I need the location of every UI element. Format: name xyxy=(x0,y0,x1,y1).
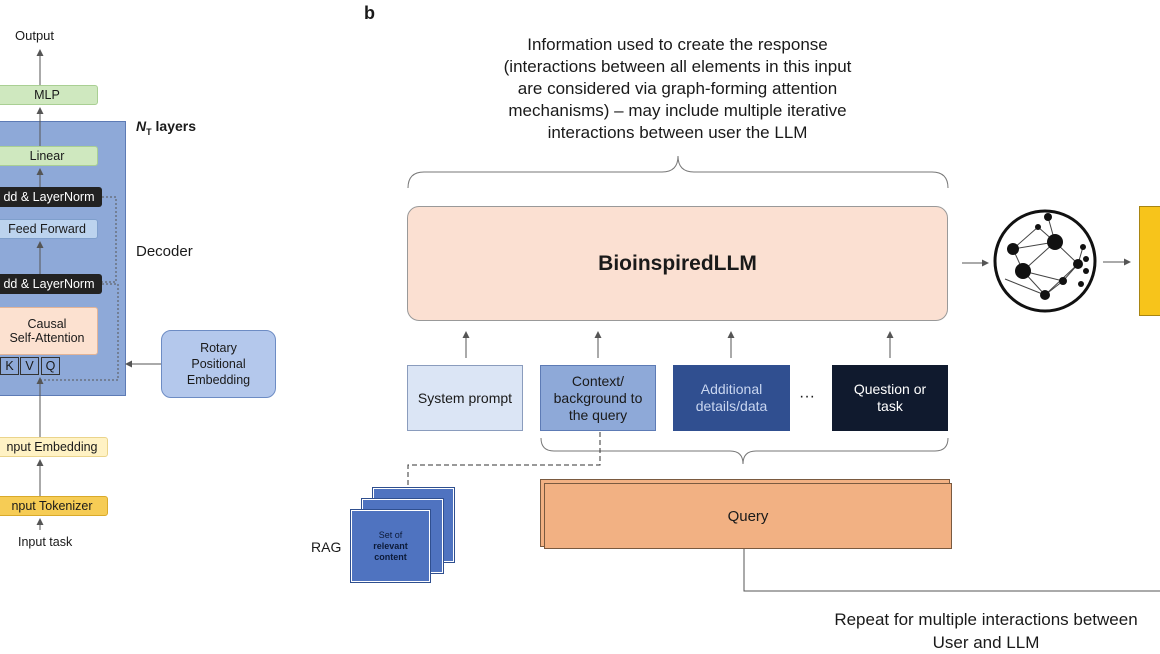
output-label: Output xyxy=(15,28,55,43)
set-line3: content xyxy=(374,551,407,562)
input-tokenizer-box: nput Tokenizer xyxy=(0,496,108,516)
info-line4: mechanisms) – may include multiple itera… xyxy=(508,101,847,120)
context-line1: Context/ xyxy=(571,372,625,389)
query-box: Query xyxy=(544,483,952,549)
knowledge-graph-icon xyxy=(993,209,1097,313)
nt-layers-n: N xyxy=(136,118,147,134)
q-box: Q xyxy=(41,357,60,375)
rotary-line1: Rotary xyxy=(200,341,237,355)
nt-layers-sub: T xyxy=(146,126,152,137)
input-task-label: Input task xyxy=(18,535,73,549)
input-embedding-box: nput Embedding xyxy=(0,437,108,457)
info-line3: are considered via graph-forming attenti… xyxy=(517,79,838,98)
info-line1: Information used to create the response xyxy=(527,35,828,54)
add-norm-top-box: dd & LayerNorm xyxy=(0,187,102,207)
nt-layers-label: NT layers xyxy=(136,118,196,137)
repeat-note: Repeat for multiple interactions between… xyxy=(800,608,1160,654)
ellipsis: ··· xyxy=(799,388,815,405)
rag-sheet-front: Set of relevant content xyxy=(351,510,430,582)
add-norm-bottom-box: dd & LayerNorm xyxy=(0,274,102,294)
additional-line1: Additional xyxy=(700,381,763,397)
system-prompt-box: System prompt xyxy=(407,365,523,431)
additional-details-box: Additional details/data xyxy=(673,365,790,431)
causal-self-attention-box: Causal Self-Attention xyxy=(0,307,98,355)
rotary-line3: Embedding xyxy=(186,373,251,387)
context-line3: the query xyxy=(568,406,628,423)
context-line2: background to xyxy=(553,389,643,406)
question-line2: task xyxy=(877,398,903,414)
repeat-line1: Repeat for multiple interactions between xyxy=(834,610,1138,629)
causal-line1: Causal xyxy=(27,317,67,331)
bioinspired-llm-box: BioinspiredLLM xyxy=(407,206,948,321)
question-line1: Question or xyxy=(853,381,927,397)
k-box: K xyxy=(0,357,19,375)
feed-forward-box: Feed Forward xyxy=(0,219,98,239)
context-box: Context/ background to the query xyxy=(540,365,656,431)
repeat-line2: User and LLM xyxy=(932,633,1040,652)
question-task-box: Question or task xyxy=(832,365,948,431)
set-line1: Set of xyxy=(378,529,403,540)
additional-line2: details/data xyxy=(695,398,768,414)
nt-layers-word: layers xyxy=(151,118,197,134)
info-line2: (interactions between all elements in th… xyxy=(503,57,852,76)
rag-label: RAG xyxy=(311,539,342,555)
v-box: V xyxy=(20,357,39,375)
panel-b-label: b xyxy=(364,3,375,23)
set-line2: relevant xyxy=(373,540,408,551)
causal-line2: Self-Attention xyxy=(9,331,85,345)
mlp-box: MLP xyxy=(0,85,98,105)
rotary-embedding-box: Rotary Positional Embedding xyxy=(161,330,276,398)
info-description: Information used to create the response … xyxy=(440,34,915,144)
info-line5: interactions between user the LLM xyxy=(547,123,808,142)
decoder-label: Decoder xyxy=(136,243,193,260)
linear-box: Linear xyxy=(0,146,98,166)
output-response-box xyxy=(1139,206,1160,316)
rotary-line2: Positional xyxy=(191,357,246,371)
